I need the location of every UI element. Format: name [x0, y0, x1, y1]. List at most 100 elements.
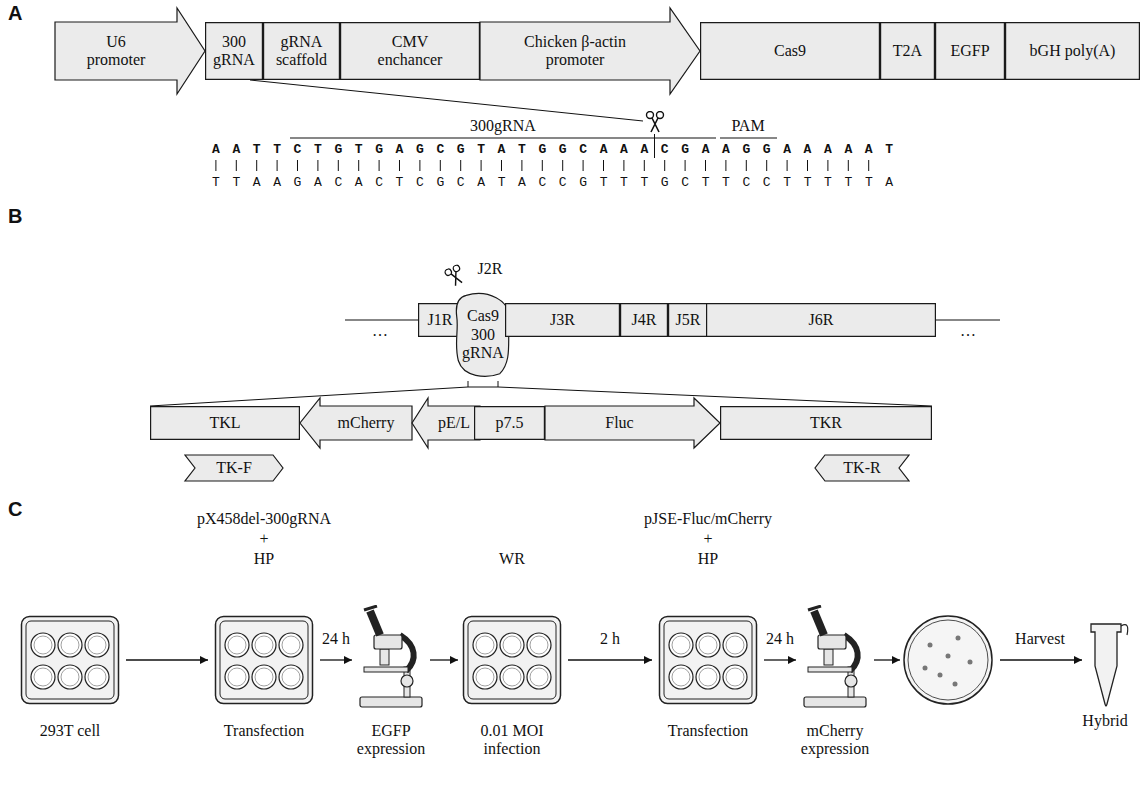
node-outline: [815, 455, 909, 481]
node-text: gRNA scaffold: [270, 33, 334, 70]
node-text: pE/L: [432, 414, 476, 432]
promoter-arrow: U6 promoter: [55, 8, 205, 94]
cas9-complex: Cas9 300 gRNA: [455, 292, 511, 378]
microscope-icon: [360, 606, 422, 707]
scissors-icon: [647, 112, 664, 133]
well-plate: [22, 617, 119, 704]
sequence-bracket: [720, 137, 777, 138]
node-outline: [264, 23, 340, 80]
node-text: J1R: [422, 311, 458, 329]
node-outline: [881, 23, 935, 80]
gene-region-box: J1R: [418, 303, 462, 337]
polya-box: bGH poly(A): [1005, 22, 1140, 80]
enhancer-box: CMV enchancer: [340, 22, 480, 80]
node-text: J6R: [721, 311, 921, 329]
reagent-label: HP: [244, 550, 284, 568]
promoter-box: p7.5: [474, 406, 545, 440]
node-text: CMV enchancer: [370, 33, 450, 70]
step-label: EGFP expression: [351, 722, 431, 759]
node-text: U6 promoter: [81, 33, 151, 70]
scissors-icon: [444, 264, 466, 287]
step-label: 0.01 MOI infection: [467, 722, 557, 759]
reagent-label: +: [693, 530, 723, 548]
step-label: Harvest: [1005, 630, 1075, 648]
dna-strand: A A T T: [212, 142, 283, 158]
ellipsis: …: [953, 322, 983, 340]
panel-letter: A: [8, 2, 22, 25]
step-label: mCherry expression: [795, 722, 875, 759]
node-text: TKR: [736, 414, 916, 432]
gene-arrow: mCherry: [300, 398, 412, 448]
node-outline: [707, 304, 936, 337]
node-text: Chicken β-actin promoter: [510, 33, 640, 70]
node-text: bGH poly(A): [1013, 42, 1133, 60]
reagent-label: WR: [492, 550, 532, 568]
step-arrows: [126, 659, 1082, 660]
well-plate: [216, 617, 313, 704]
node-outline: [669, 304, 708, 337]
node-outline: [300, 398, 412, 448]
sequence-label: PAM: [718, 117, 778, 135]
primer-arrow: TK-F: [185, 455, 283, 481]
node-text: T2A: [885, 42, 930, 60]
dna-strand: A A A A A T: [783, 142, 895, 158]
grna-box: 300 gRNA: [205, 22, 263, 80]
panel-letter: C: [8, 498, 22, 521]
node-outline: [185, 455, 283, 481]
leader-line: [250, 80, 643, 121]
time-label: 24 h: [314, 630, 358, 648]
gene-arrow: Fluc: [545, 398, 720, 448]
gene-region-box: J5R: [668, 303, 708, 337]
node-text: p7.5: [480, 414, 540, 432]
node-text: mCherry: [326, 414, 406, 432]
well-plate: [660, 617, 757, 704]
reagent-label: +: [249, 530, 279, 548]
node-text: TKL: [165, 414, 285, 432]
gene-box: T2A: [880, 22, 935, 80]
node-text: Fluc: [560, 414, 680, 432]
node-outline: [721, 407, 932, 440]
scaffold-box: gRNA scaffold: [263, 22, 340, 80]
node-outline: [55, 8, 205, 94]
microscope-icon: [804, 606, 866, 707]
reagent-label: pX458del-300gRNA: [179, 510, 349, 528]
gene-box: EGFP: [935, 22, 1005, 80]
homology-arm-box: TKL: [150, 406, 300, 440]
primer-arrow: TK-R: [815, 455, 909, 481]
node-text: TK-R: [829, 459, 895, 477]
node-outline: [1006, 23, 1140, 80]
sequence-label: 300gRNA: [453, 117, 553, 135]
reagent-label: pJSE-Fluc/mCherry: [623, 510, 793, 528]
tube-icon: [1091, 624, 1128, 706]
node-text: J3R: [513, 311, 613, 329]
node-outline: [701, 23, 880, 80]
node-text: EGFP: [940, 42, 1000, 60]
node-outline: [621, 304, 668, 337]
insert-bracket: [468, 381, 498, 387]
node-outline: [419, 304, 462, 337]
node-outline: [506, 304, 620, 337]
gene-region-box: J3R: [505, 303, 620, 337]
dna-strand: C T G T G A G C G T A T G G C A A A C G …: [294, 142, 773, 158]
node-outline: [412, 398, 480, 448]
node-text: TK-F: [199, 459, 269, 477]
step-label: Transfection: [658, 722, 758, 740]
node-outline: [341, 23, 480, 80]
base-pair-ticks: [216, 160, 869, 171]
well-plate: [464, 617, 561, 704]
homology-arm-box: TKR: [720, 406, 932, 440]
node-outline: [206, 23, 263, 80]
node-outline: [936, 23, 1005, 80]
node-text: 300 gRNA: [210, 33, 258, 70]
node-text: J5R: [672, 311, 704, 329]
node-outline: [456, 294, 509, 377]
panel-letter: B: [8, 205, 22, 228]
node-outline: [545, 398, 720, 448]
gene-label: J2R: [465, 260, 515, 278]
gene-region-box: J4R: [620, 303, 668, 337]
node-text: J4R: [624, 311, 664, 329]
node-outline: [151, 407, 300, 440]
ellipsis: …: [365, 322, 395, 340]
node-text: Cas9: [730, 42, 850, 60]
